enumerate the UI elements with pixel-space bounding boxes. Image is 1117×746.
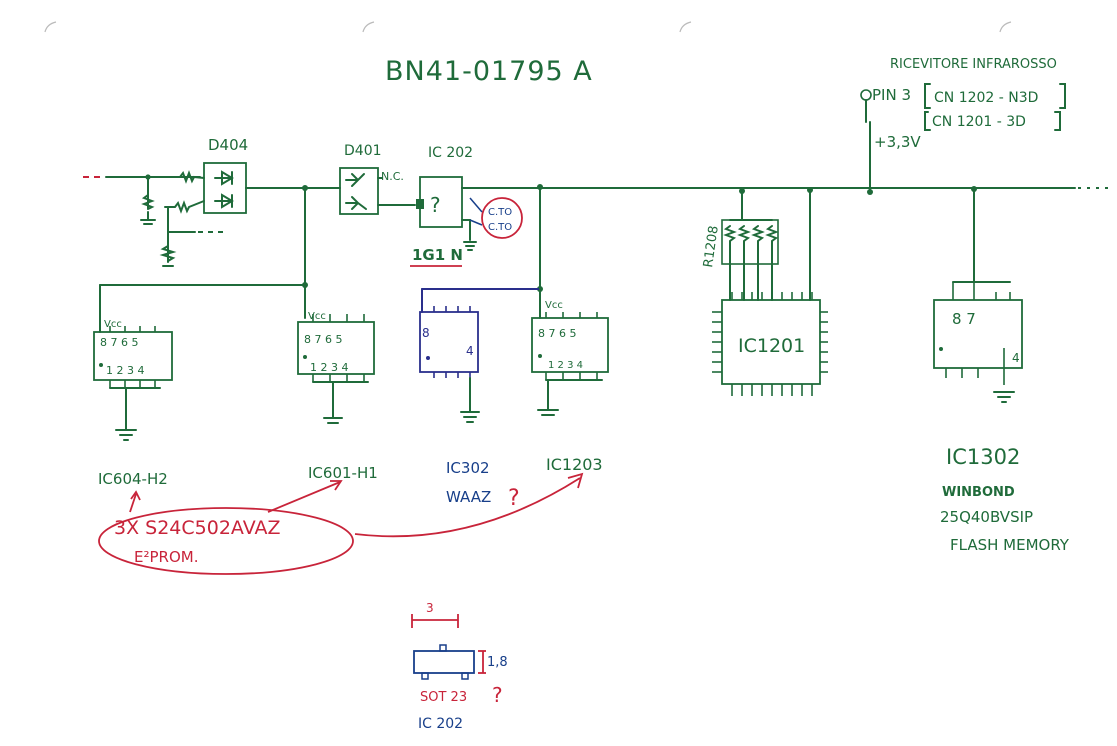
ic1203-label: IC1203: [546, 455, 603, 474]
ic302-pin8: 8: [422, 326, 430, 340]
sot23-package: 3 1,8 SOT 23 ? IC 202: [411, 601, 508, 732]
r1208-label: R1208: [701, 225, 722, 269]
eeprom-note: 3X S24C502AVAZ E²PROM.: [98, 472, 584, 575]
cto-label-b: C.TO: [488, 222, 512, 233]
cto-label-a: C.TO: [488, 207, 512, 218]
ic1203-chip: Vcc 8 7 6 5 1 2 3 4 IC1203: [531, 186, 609, 474]
d401-diode: D401 N.C.: [339, 143, 404, 215]
ic302-question: ?: [508, 486, 520, 511]
ic202-transistor: IC 202 ? 1G1 N C.TO C.TO: [410, 145, 523, 267]
ic604-pins-bot: 1 2 3 4: [106, 364, 144, 377]
punch-marks: [44, 21, 1012, 33]
ir-part-a: CN 1202 - N3D: [934, 90, 1038, 106]
ic1302-label: IC1302: [946, 445, 1020, 469]
ic1201-pins: [712, 292, 828, 396]
ir-receiver-title: RICEVITORE INFRAROSSO: [890, 57, 1057, 72]
r1208-resistor-array: R1208: [701, 190, 779, 301]
ic601-pins-top: 8 7 6 5: [304, 333, 342, 346]
ic604-vcc: Vcc: [104, 319, 122, 330]
board-title: BN41-01795 A: [385, 56, 593, 87]
ic1302-pins-top: 8 7: [952, 310, 976, 328]
d404-label: D404: [208, 136, 248, 154]
ic1201-chip: IC1201: [712, 189, 828, 396]
ic202-marking: 1G1 N: [412, 246, 463, 264]
sot23-height: 1,8: [487, 655, 508, 670]
eeprom-line1: 3X S24C502AVAZ: [114, 517, 281, 539]
eeprom-line2: E²PROM.: [134, 548, 198, 566]
ir-voltage: +3,3V: [874, 133, 921, 151]
ic302-chip: 8 4 IC302 WAAZ ?: [419, 288, 541, 511]
ic604-label: IC604-H2: [98, 470, 168, 488]
ic604-chip: Vcc 8 7 6 5 1 2 3 4 IC604-H2: [93, 187, 306, 513]
ic302-label: IC302: [446, 459, 490, 477]
ic202-label: IC 202: [428, 145, 473, 161]
ic1302-pin4: 4: [1012, 351, 1020, 365]
ic302-pin4: 4: [466, 344, 474, 358]
junctions: [302, 184, 977, 292]
d404-diode: D404: [140, 136, 253, 267]
ic1203-vcc: Vcc: [545, 300, 563, 311]
d401-nc-note: N.C.: [381, 170, 404, 183]
sot23-width: 3: [426, 601, 434, 615]
ir-pin-circle: [860, 89, 872, 101]
ic202-question: ?: [430, 193, 441, 217]
ic1302-chip: 8 7 4 IC1302 WINBOND 25Q40BVSIP FLASH ME…: [933, 188, 1070, 554]
ic1302-part: 25Q40BVSIP: [940, 508, 1033, 526]
ir-receiver-note: RICEVITORE INFRAROSSO PIN 3 CN 1202 - N3…: [860, 57, 1066, 193]
ic601-label: IC601-H1: [308, 464, 378, 482]
ic601-pins-bot: 1 2 3 4: [310, 361, 348, 374]
main-bus: [83, 176, 1110, 206]
ic601-chip: Vcc 8 7 6 5 1 2 3 4 IC601-H1: [267, 311, 378, 513]
ic601-vcc: Vcc: [308, 311, 326, 322]
sot23-ic: IC 202: [418, 716, 463, 732]
ic1302-type: FLASH MEMORY: [950, 536, 1070, 554]
ir-part-b: CN 1201 - 3D: [932, 114, 1026, 130]
ic1201-label: IC1201: [738, 335, 805, 357]
ir-pin-label: PIN 3: [872, 86, 911, 104]
ic604-pins-top: 8 7 6 5: [100, 336, 138, 349]
ic1203-pins-bot: 1 2 3 4: [548, 360, 583, 371]
sot23-question: ?: [492, 683, 503, 707]
ic302-sub: WAAZ: [446, 488, 491, 506]
d401-label: D401: [344, 143, 382, 159]
ic1302-brand: WINBOND: [942, 485, 1015, 500]
ic1203-pins-top: 8 7 6 5: [538, 327, 576, 340]
sot23-name: SOT 23: [420, 690, 467, 705]
